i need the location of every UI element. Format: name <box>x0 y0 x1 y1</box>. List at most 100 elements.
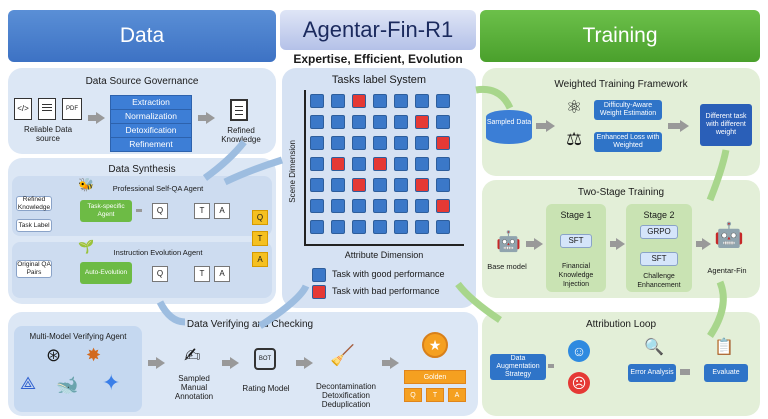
task-cell-bad <box>436 199 450 213</box>
legend-good-swatch <box>312 268 326 282</box>
model-icon-1: ⟁ <box>20 373 37 393</box>
x-axis <box>304 244 464 246</box>
decontamination: Decontamination Detoxification Deduplica… <box>315 382 377 409</box>
augment-box: Data Augmentation Strategy <box>490 354 546 380</box>
legend-good: Task with good performance <box>332 269 445 279</box>
t-box-2: T <box>194 266 210 282</box>
task-cell-good <box>310 94 324 108</box>
clipboard-icon: 📋 <box>714 339 734 356</box>
task-cell-good <box>331 115 345 129</box>
task-cell-good <box>436 94 450 108</box>
a-box-1: A <box>214 203 230 219</box>
t-box-1: T <box>194 203 210 219</box>
verifying-agent-title: Multi-Model Verifying Agent <box>29 332 127 341</box>
task-cell-good <box>415 199 429 213</box>
openai-icon: ⊛ <box>46 345 62 365</box>
stage2-title: Stage 2 <box>643 210 675 220</box>
robot-base-icon: 🤖 <box>496 231 521 253</box>
sad-face-icon: ☹ <box>568 372 590 394</box>
task-cell-good <box>352 199 366 213</box>
task-cell-good <box>352 220 366 234</box>
grpo-box: GRPO <box>640 225 678 239</box>
weighted-title: Weighted Training Framework <box>554 79 688 90</box>
q-yellow: Q <box>252 210 268 225</box>
header-data: Data <box>8 10 276 62</box>
task-cell-good <box>310 157 324 171</box>
task-cell-bad <box>373 157 387 171</box>
header-title: Agentar-Fin-R1 <box>280 10 476 50</box>
header-training: Training <box>480 10 760 62</box>
sft1-box: SFT <box>560 234 592 248</box>
task-grid <box>310 94 460 240</box>
q-box-2: Q <box>152 266 168 282</box>
task-cell-good <box>394 115 408 129</box>
golden-q: Q <box>404 388 422 402</box>
auto-evolution-box: Auto-Evolution <box>80 262 132 284</box>
sampled-data-cylinder: Sampled Data <box>486 110 532 144</box>
difficulty-box: Difficulty-Aware Weight Estimation <box>594 100 662 120</box>
task-cell-good <box>352 136 366 150</box>
magnifier-icon: 🔍 <box>644 339 664 356</box>
step-refinement: Refinement <box>110 137 192 152</box>
gemini-icon: ✦ <box>102 370 121 395</box>
golden-label: Golden <box>404 370 466 384</box>
verifying-agent-panel <box>14 326 142 412</box>
task-cell-good <box>373 178 387 192</box>
task-cell-bad <box>415 115 429 129</box>
pdf-icon: PDF <box>62 98 82 120</box>
task-cell-good <box>436 178 450 192</box>
legend-bad: Task with bad performance <box>332 286 440 296</box>
base-model-label: Base model <box>487 262 527 271</box>
atom-icon: ⚛ <box>566 97 583 117</box>
task-agent-box: Task-specific Agent <box>80 200 132 222</box>
task-cell-good <box>310 178 324 192</box>
task-label-box: Task Label <box>16 219 52 232</box>
stage2-panel <box>626 204 692 292</box>
refined-knowledge-label: Refined Knowledge <box>221 126 261 144</box>
stage2-desc: Challenge Enhancement <box>637 273 681 289</box>
task-cell-bad <box>331 157 345 171</box>
tasks-title: Tasks label System <box>331 74 427 86</box>
task-cell-bad <box>352 178 366 192</box>
original-qa-box: Original QA Pairs <box>16 260 52 278</box>
rating-model: Rating Model <box>242 384 290 393</box>
robot-agentar-icon: 🤖 <box>714 222 744 249</box>
stage1-desc: Financial Knowledge Injection <box>558 263 594 288</box>
governance-title: Data Source Governance <box>85 76 199 87</box>
broom-icon: 🧹 <box>330 345 355 367</box>
robot-icon: BOT <box>254 348 276 370</box>
task-cell-good <box>352 157 366 171</box>
error-analysis-box: Error Analysis <box>628 364 676 382</box>
task-cell-good <box>310 115 324 129</box>
enhanced-box: Enhanced Loss with Weighted <box>594 132 662 152</box>
claude-icon: ✸ <box>86 345 102 365</box>
stage1-title: Stage 1 <box>560 210 592 220</box>
sampled-annotation: Sampled Manual Annotation <box>174 374 214 401</box>
task-cell-bad <box>415 178 429 192</box>
sft2-box: SFT <box>640 252 678 266</box>
task-cell-good <box>436 157 450 171</box>
task-cell-good <box>415 136 429 150</box>
task-cell-good <box>415 220 429 234</box>
deepseek-icon: 🐋 <box>56 375 79 395</box>
task-cell-bad <box>352 94 366 108</box>
task-cell-good <box>394 199 408 213</box>
task-cell-good <box>373 220 387 234</box>
task-cell-good <box>373 136 387 150</box>
subtitle: Expertise, Efficient, Evolution <box>293 52 463 66</box>
happy-face-icon: ☺ <box>568 340 590 362</box>
task-cell-good <box>394 94 408 108</box>
stage1-panel <box>546 204 606 292</box>
agent1-title: Professional Self-QA Agent <box>112 184 204 193</box>
task-cell-good <box>331 94 345 108</box>
task-cell-good <box>373 199 387 213</box>
agentar-label: Agentar-Fin <box>707 266 747 275</box>
synthesis-title: Data Synthesis <box>108 164 176 175</box>
task-cell-good <box>394 157 408 171</box>
task-cell-good <box>436 220 450 234</box>
bee-icon: 🐝 <box>78 177 95 192</box>
medal-icon: ★ <box>422 332 448 358</box>
refined-knowledge-icon <box>230 99 248 121</box>
task-cell-good <box>310 136 324 150</box>
